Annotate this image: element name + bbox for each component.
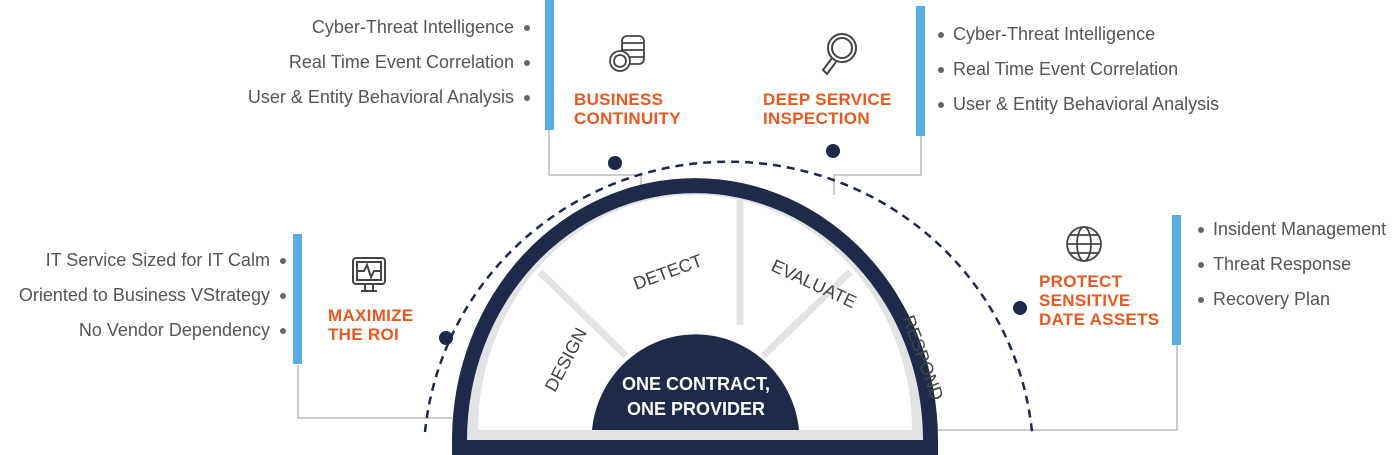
dome-inner — [478, 195, 912, 430]
title-line: THE ROI — [328, 325, 400, 344]
list-item: Real Time Event Correlation — [200, 45, 530, 80]
title-line: BUSINESS — [574, 90, 664, 109]
deep-service-list: Cyber-Threat Intelligence Real Time Even… — [938, 17, 1219, 122]
list-item: Recovery Plan — [1198, 282, 1386, 317]
list-item: User & Entity Behavioral Analysis — [200, 80, 530, 115]
list-item: Insident Management — [1198, 212, 1386, 247]
magnifier-icon — [821, 33, 857, 76]
title-line: INSPECTION — [763, 109, 870, 128]
business-continuity-list: Cyber-Threat Intelligence Real Time Even… — [200, 10, 530, 115]
title-line: PROTECT — [1039, 272, 1123, 291]
list-item: Real Time Event Correlation — [938, 52, 1219, 87]
list-item: Cyber-Threat Intelligence — [938, 17, 1219, 52]
segment-dividers — [537, 200, 853, 359]
orbit-dot — [826, 144, 840, 158]
list-item: Oriented to Business VStrategy — [0, 278, 286, 313]
accent-bar — [293, 234, 302, 364]
orbit-dot — [439, 331, 453, 345]
list-item: IT Service Sized for IT Calm — [0, 243, 286, 278]
monitor-icon — [352, 257, 386, 292]
coins-icon — [609, 35, 645, 72]
protect-assets-list: Insident Management Threat Response Reco… — [1198, 212, 1386, 317]
title-line: DATE ASSETS — [1039, 310, 1160, 329]
title-line: MAXIMIZE — [328, 306, 414, 325]
title-line: SENSITIVE — [1039, 291, 1131, 310]
list-item: Threat Response — [1198, 247, 1386, 282]
title-line: DEEP SERVICE — [763, 90, 892, 109]
orbit-dot — [608, 156, 622, 170]
maximize-roi-list: IT Service Sized for IT Calm Oriented to… — [0, 243, 286, 348]
title-line: CONTINUITY — [574, 109, 681, 128]
accent-bar — [545, 0, 554, 130]
accent-bar — [1172, 215, 1181, 345]
center-dome — [592, 334, 799, 430]
center-text-line2: ONE PROVIDER — [627, 399, 765, 419]
accent-bar — [916, 6, 925, 136]
list-item: Cyber-Threat Intelligence — [200, 10, 530, 45]
list-item: User & Entity Behavioral Analysis — [938, 87, 1219, 122]
globe-icon — [1066, 226, 1102, 262]
list-item: No Vendor Dependency — [0, 313, 286, 348]
orbit-dot — [1013, 301, 1027, 315]
center-text-line1: ONE CONTRACT, — [622, 374, 770, 394]
